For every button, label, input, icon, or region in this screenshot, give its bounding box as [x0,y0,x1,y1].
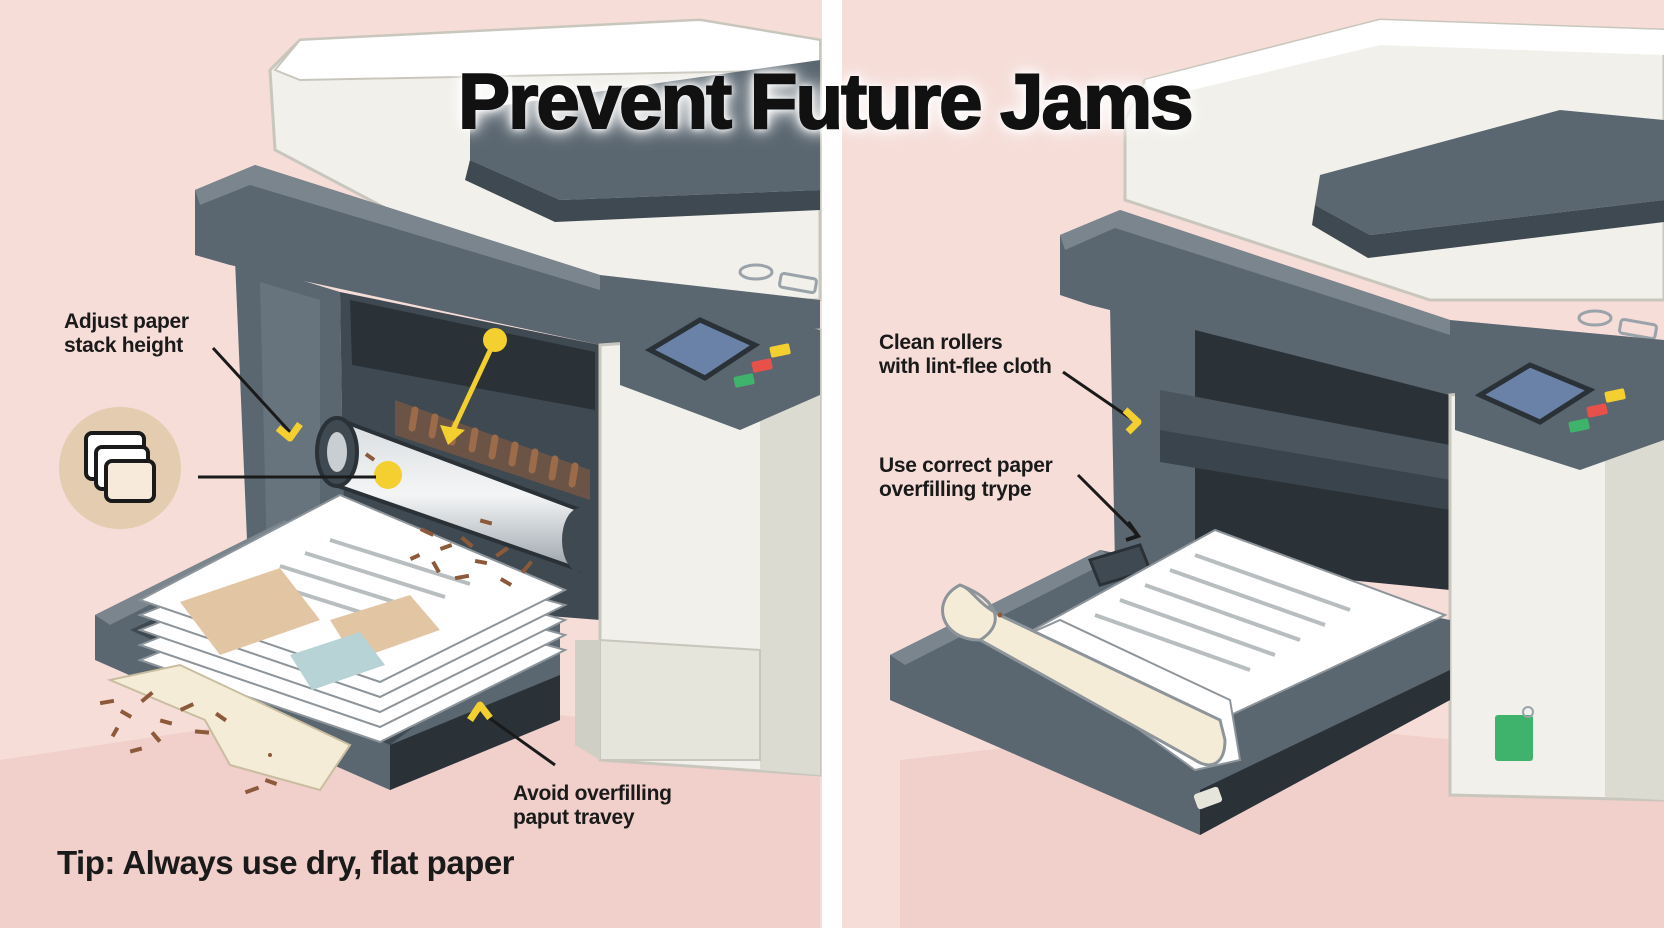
right-paper [941,528,1448,772]
paper-stack-icon [59,407,181,529]
label-correct-paper-type: Use correct paper overfilling trype [879,454,1053,501]
left-callout-markers [198,328,556,767]
left-debris [99,452,534,795]
label-clean-rollers: Clean rollers with lint-flee cloth [879,331,1052,378]
panel-divider [822,0,842,928]
left-printer [59,18,822,795]
page-title: Prevent Future Jams [457,56,1195,146]
label-avoid-overfilling: Avoid overfilling paput travey [513,782,672,829]
tip-text: Tip: Always use dry, flat paper [57,844,515,881]
right-callout-markers [1062,370,1142,542]
right-printer [890,18,1664,835]
left-roller [315,400,598,573]
label-adjust-stack-height: Adjust paper stack height [64,310,189,357]
